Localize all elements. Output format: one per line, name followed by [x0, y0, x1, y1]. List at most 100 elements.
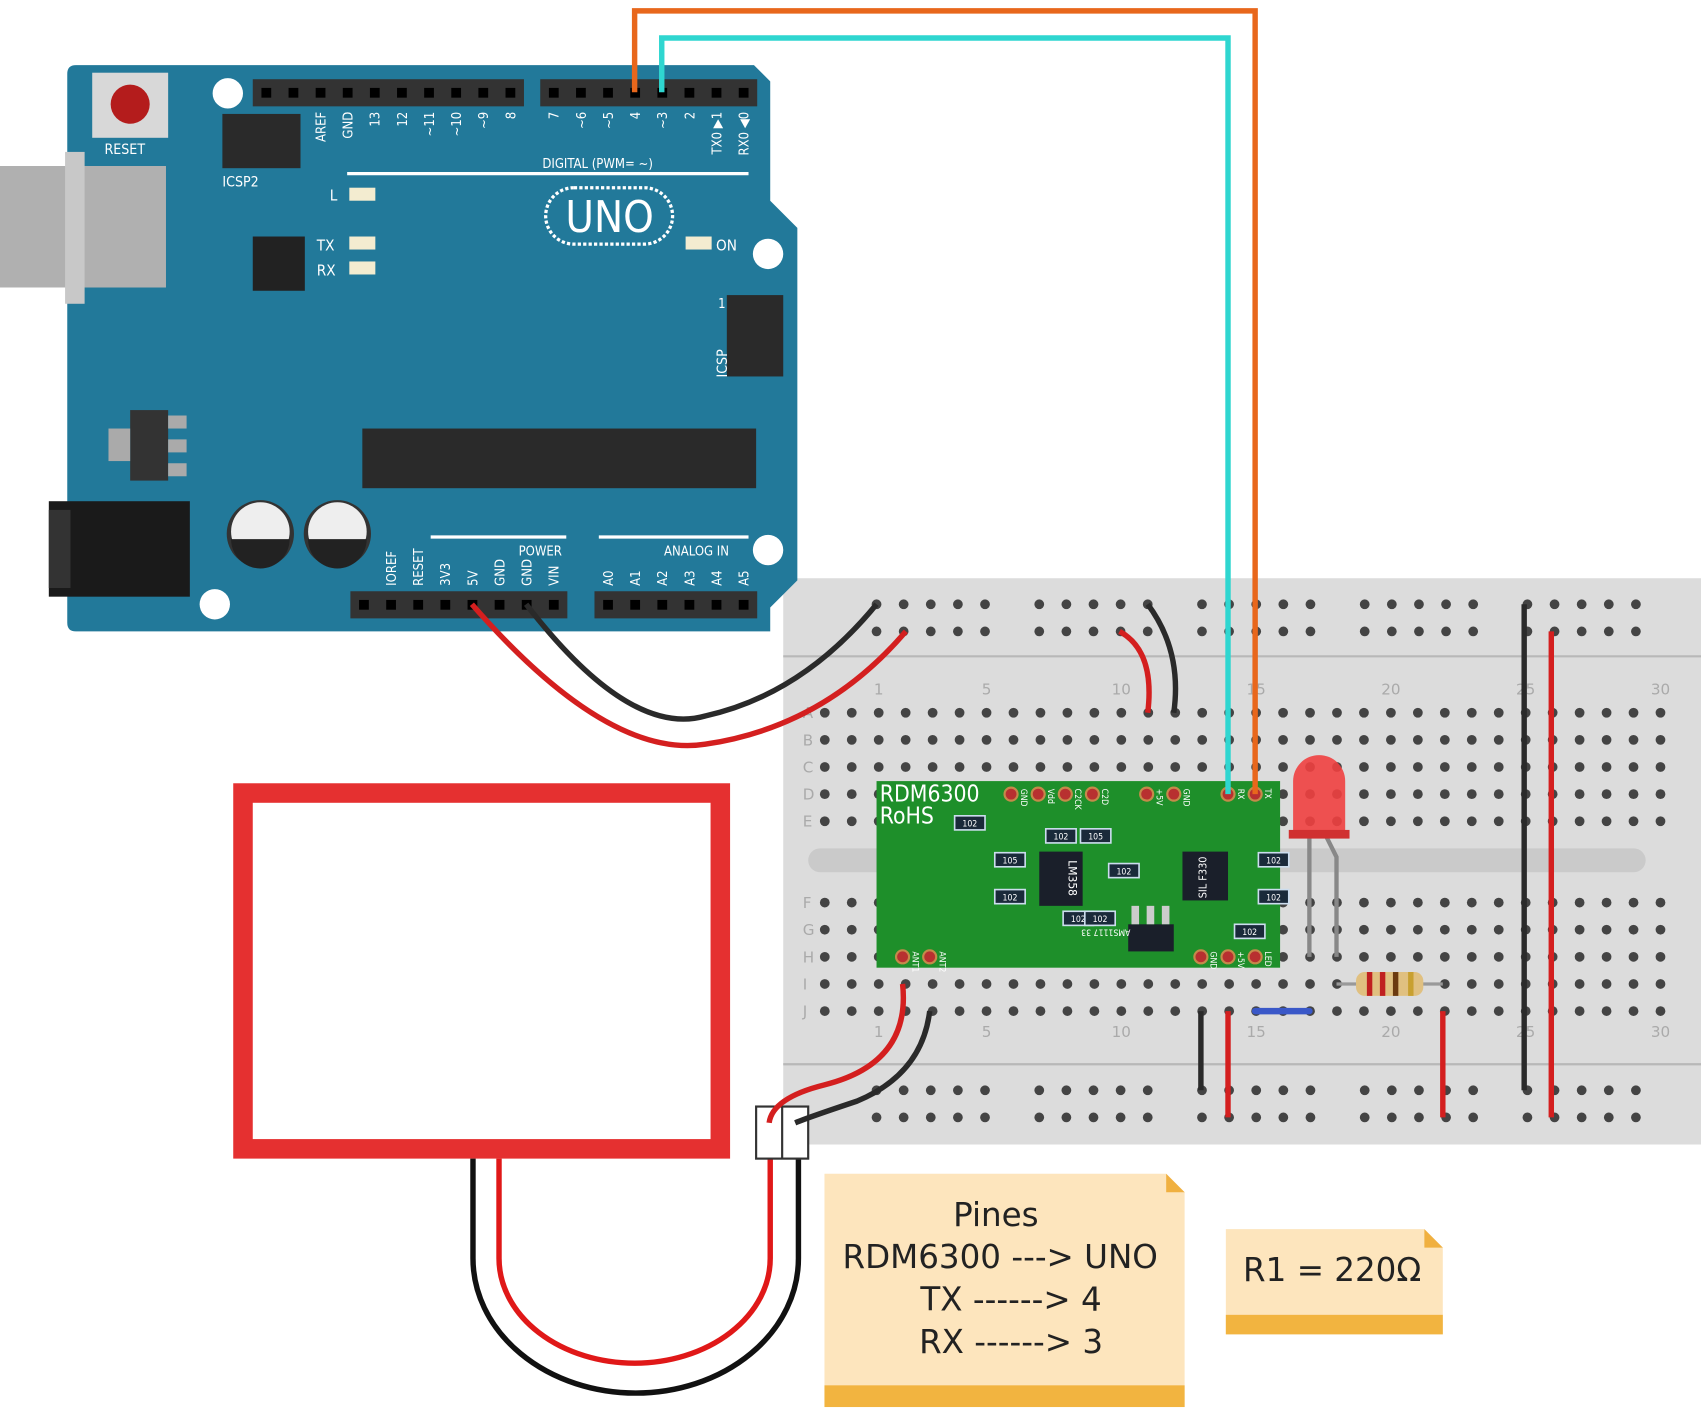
breadboard-hole[interactable] [1008, 762, 1019, 772]
rail-hole[interactable] [871, 626, 882, 637]
rail-hole[interactable] [1088, 599, 1099, 610]
breadboard-hole[interactable] [927, 979, 938, 989]
rail-hole[interactable] [1414, 599, 1424, 610]
breadboard-hole[interactable] [1386, 734, 1396, 745]
breadboard-hole[interactable] [1359, 789, 1369, 799]
rail-hole[interactable] [1115, 1085, 1126, 1096]
breadboard-hole[interactable] [1170, 762, 1181, 772]
header-pin[interactable] [711, 87, 722, 98]
rail-hole[interactable] [1115, 1112, 1126, 1123]
breadboard-hole[interactable] [1062, 1006, 1073, 1016]
rail-hole[interactable] [898, 1085, 909, 1096]
breadboard-hole[interactable] [1412, 897, 1423, 908]
breadboard-hole[interactable] [954, 979, 965, 989]
header-pin[interactable] [576, 87, 586, 98]
breadboard-hole[interactable] [1601, 924, 1612, 935]
breadboard-hole[interactable] [1439, 979, 1450, 989]
breadboard-hole[interactable] [1143, 979, 1154, 989]
breadboard-hole[interactable] [1278, 707, 1288, 718]
rail-hole[interactable] [1386, 626, 1397, 637]
header-pin[interactable] [548, 87, 559, 98]
breadboard-hole[interactable] [1359, 734, 1369, 745]
breadboard-hole[interactable] [846, 1006, 857, 1016]
breadboard-hole[interactable] [1628, 734, 1639, 745]
rail-hole[interactable] [953, 599, 963, 610]
breadboard-hole[interactable] [954, 1006, 965, 1016]
breadboard-hole[interactable] [819, 979, 830, 989]
header-pin[interactable] [711, 599, 722, 610]
breadboard-hole[interactable] [1035, 707, 1046, 718]
breadboard-hole[interactable] [1359, 924, 1369, 935]
breadboard-hole[interactable] [1601, 762, 1612, 772]
breadboard-hole[interactable] [1574, 762, 1585, 772]
rail-hole[interactable] [1603, 1112, 1614, 1123]
rail-hole[interactable] [1441, 626, 1451, 637]
breadboard-hole[interactable] [1386, 924, 1396, 935]
breadboard-hole[interactable] [1439, 897, 1450, 908]
rail-hole[interactable] [1034, 626, 1045, 637]
breadboard-hole[interactable] [1466, 762, 1477, 772]
breadboard-hole[interactable] [1655, 1006, 1666, 1016]
breadboard-hole[interactable] [1412, 762, 1423, 772]
header-pin[interactable] [738, 599, 749, 610]
breadboard-hole[interactable] [1628, 897, 1639, 908]
breadboard-hole[interactable] [1466, 979, 1477, 989]
breadboard-hole[interactable] [1601, 897, 1612, 908]
breadboard-hole[interactable] [1035, 979, 1046, 989]
breadboard-hole[interactable] [927, 762, 938, 772]
breadboard-hole[interactable] [846, 816, 857, 827]
breadboard-hole[interactable] [1601, 789, 1612, 799]
rail-hole[interactable] [1197, 599, 1207, 610]
rail-hole[interactable] [1034, 599, 1045, 610]
breadboard-hole[interactable] [1493, 789, 1504, 799]
rail-hole[interactable] [1414, 1112, 1424, 1123]
breadboard-hole[interactable] [846, 951, 857, 962]
breadboard-hole[interactable] [1574, 1006, 1585, 1016]
breadboard-hole[interactable] [1197, 734, 1208, 745]
rail-hole[interactable] [1603, 599, 1614, 610]
header-pin[interactable] [386, 599, 396, 610]
breadboard-hole[interactable] [1197, 762, 1208, 772]
header-pin[interactable] [505, 87, 516, 98]
rail-hole[interactable] [1414, 1085, 1424, 1096]
breadboard-hole[interactable] [1466, 951, 1477, 962]
breadboard-hole[interactable] [1278, 762, 1288, 772]
header-pin[interactable] [261, 87, 272, 98]
rail-hole[interactable] [1386, 599, 1397, 610]
breadboard-hole[interactable] [1278, 924, 1288, 935]
breadboard-hole[interactable] [1655, 979, 1666, 989]
breadboard-hole[interactable] [1574, 789, 1585, 799]
breadboard-hole[interactable] [1332, 1006, 1342, 1016]
rail-hole[interactable] [871, 1112, 882, 1123]
breadboard-hole[interactable] [1466, 816, 1477, 827]
header-pin[interactable] [630, 87, 641, 98]
breadboard-hole[interactable] [819, 789, 830, 799]
rail-hole[interactable] [1278, 1112, 1289, 1123]
breadboard-hole[interactable] [1035, 734, 1046, 745]
breadboard-hole[interactable] [1412, 1006, 1423, 1016]
breadboard-hole[interactable] [1466, 707, 1477, 718]
header-pin[interactable] [369, 87, 380, 98]
breadboard-hole[interactable] [1089, 707, 1100, 718]
breadboard-hole[interactable] [1008, 707, 1019, 718]
breadboard-hole[interactable] [1089, 762, 1100, 772]
breadboard-hole[interactable] [1386, 1006, 1396, 1016]
rail-hole[interactable] [1088, 1085, 1099, 1096]
breadboard-hole[interactable] [1116, 762, 1127, 772]
header-pin[interactable] [359, 599, 369, 610]
breadboard-hole[interactable] [1278, 734, 1288, 745]
breadboard-hole[interactable] [1574, 979, 1585, 989]
breadboard-hole[interactable] [1278, 979, 1288, 989]
breadboard-hole[interactable] [1278, 789, 1288, 799]
breadboard-hole[interactable] [1386, 951, 1396, 962]
rail-hole[interactable] [1359, 1085, 1370, 1096]
breadboard-hole[interactable] [1089, 979, 1100, 989]
breadboard-hole[interactable] [1655, 924, 1666, 935]
breadboard-hole[interactable] [819, 734, 830, 745]
breadboard-hole[interactable] [1170, 734, 1181, 745]
breadboard-hole[interactable] [819, 816, 830, 827]
breadboard-hole[interactable] [819, 707, 830, 718]
breadboard-hole[interactable] [954, 734, 965, 745]
rail-hole[interactable] [1359, 626, 1370, 637]
breadboard-hole[interactable] [846, 979, 857, 989]
